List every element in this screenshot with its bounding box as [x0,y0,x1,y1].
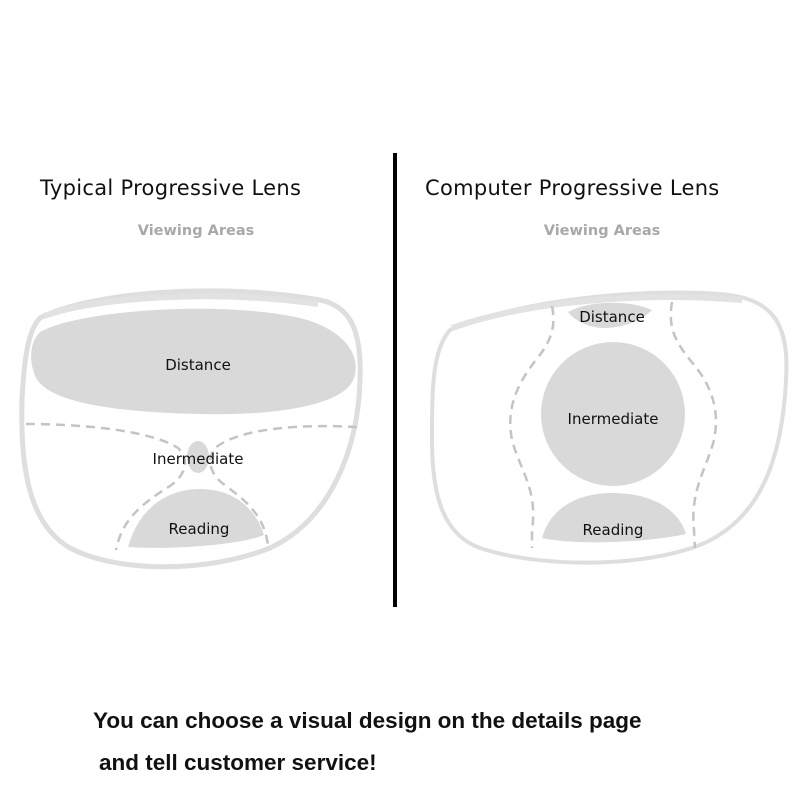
reading-label: Reading [583,521,644,539]
intermediate-label: Inermediate [153,450,244,468]
distance-label: Distance [165,356,231,374]
dashed-boundary-left [25,422,187,551]
caption-line-1: You can choose a visual design on the de… [93,708,642,733]
vertical-divider [393,153,397,607]
left-panel-subtitle: Viewing Areas [137,223,255,239]
intermediate-zone [187,441,209,473]
distance-zone [31,308,356,415]
intermediate-zone [541,342,685,486]
reading-label: Reading [169,520,230,538]
distance-label: Distance [579,308,645,326]
reading-zone [128,489,264,548]
computer-progressive-lens-diagram: Distance Inermediate Reading [429,290,789,565]
intermediate-label: Inermediate [568,410,659,428]
dashed-boundary-right [209,424,358,547]
dashed-boundary-left [509,305,555,548]
typical-progressive-lens-diagram: Distance Inermediate Reading [19,288,363,570]
reading-zone [542,493,686,543]
caption-line-2: and tell customer service! [99,750,377,775]
right-panel-title: Computer Progressive Lens [425,176,720,200]
left-panel-title: Typical Progressive Lens [40,176,302,200]
right-panel-subtitle: Viewing Areas [543,223,661,239]
distance-zone [568,302,652,328]
dashed-boundary-right [669,301,718,549]
